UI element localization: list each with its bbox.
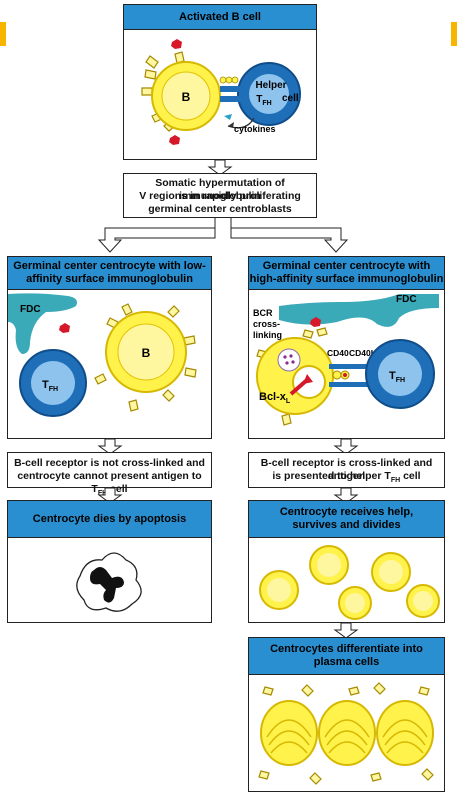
final-title: Centrocytes differentiate into plasma ce… — [248, 637, 445, 675]
bcr-label-2: cross- — [253, 319, 280, 329]
split-arrow — [97, 218, 349, 253]
svg-text:TFH: TFH — [42, 379, 58, 393]
vesicle — [277, 348, 301, 372]
accent-tab-right — [451, 22, 457, 46]
tfh-label: T — [256, 94, 262, 105]
svg-text:Bcl-xL: Bcl-xL — [259, 391, 291, 405]
right-title: Germinal center centrocyte with high-aff… — [248, 256, 445, 290]
bcr-label-3: linking — [253, 330, 282, 340]
fdc-cell — [8, 293, 77, 354]
fdc-label: FDC — [20, 304, 41, 315]
tfh-label: T — [42, 379, 49, 391]
right-title-line2: high-affinity surface immunoglobulin — [249, 273, 444, 285]
tfh-label: T — [389, 370, 396, 382]
cytokines-label: cytokines — [234, 124, 276, 134]
dividing-cells — [259, 545, 440, 620]
down-arrow — [97, 488, 123, 504]
final-title-line2: plasma cells — [313, 656, 380, 668]
antigen — [310, 317, 321, 327]
down-arrow — [333, 488, 359, 504]
accent-tab-left — [0, 22, 6, 46]
activated-b-cell-panel: B Helper TFH cell cytokines — [123, 29, 317, 160]
right-step-line2: is presented to helper TFH cell — [272, 470, 421, 485]
antigen — [171, 39, 182, 49]
svg-text:TFH: TFH — [256, 94, 271, 107]
b-cell-label: B — [142, 346, 151, 360]
antigen — [59, 323, 70, 333]
antigen — [169, 135, 180, 145]
down-arrow — [333, 439, 359, 455]
final-title-line1: Centrocytes differentiate into — [270, 643, 423, 655]
surface-receptors — [94, 303, 197, 412]
down-arrow — [333, 623, 359, 639]
activated-b-cell-title: Activated B cell — [123, 4, 317, 30]
hypermutation-line1: Somatic hypermutation of immunoglobulin — [155, 177, 285, 202]
plasma-cells-panel — [248, 674, 445, 792]
cd40l-label: CD40L — [349, 348, 376, 358]
secreted-antibodies — [258, 682, 434, 785]
dividing-cells-panel — [248, 537, 445, 623]
left-title-line1: Germinal center centrocyte with low- — [13, 260, 206, 272]
down-arrow — [97, 439, 123, 455]
fragmented-nucleus — [90, 567, 124, 603]
signal-arrow — [303, 374, 313, 384]
apoptosis-panel — [7, 537, 212, 623]
right-outcome-title: Centrocyte receives help, survives and d… — [248, 500, 445, 538]
right-title-line1: Germinal center centrocyte with — [262, 260, 431, 272]
cell-label: cell — [282, 93, 299, 104]
bcr-label-1: BCR — [253, 308, 273, 318]
left-title: Germinal center centrocyte with low- aff… — [7, 256, 212, 290]
left-title-line2: affinity surface immunoglobulin — [26, 273, 193, 285]
helper-label: Helper — [255, 80, 286, 91]
cd40-label: CD40 — [327, 348, 349, 358]
left-panel: FDC TFH B — [7, 289, 212, 439]
right-outcome-line1: Centrocyte receives help, — [279, 506, 414, 518]
bcl-label: Bcl-x — [259, 391, 287, 403]
fdc-label: FDC — [396, 294, 417, 305]
right-panel: FDC BCR cross- linking Bcl-xL CD40 CD40L… — [248, 289, 445, 439]
left-step-box: B-cell receptor is not cross-linked and … — [7, 452, 212, 497]
right-step-line1: B-cell receptor is cross-linked and anti… — [260, 457, 433, 482]
right-step-box: B-cell receptor is cross-linked and anti… — [248, 452, 445, 488]
plasma-cells — [260, 700, 434, 766]
left-outcome-title: Centrocyte dies by apoptosis — [7, 500, 212, 538]
b-cell-label: B — [182, 90, 191, 104]
fdc-cell — [279, 294, 439, 327]
hypermutation-line3: germinal center centroblasts — [148, 203, 292, 215]
hypermutation-box: Somatic hypermutation of immunoglobulin … — [123, 173, 317, 218]
svg-text:TFH: TFH — [389, 370, 405, 384]
hypermutation-line2: V regions in rapidly proliferating — [139, 190, 301, 202]
left-step-line2: centrocyte cannot present antigen to TFH… — [17, 470, 202, 498]
right-outcome-line2: survives and divides — [292, 519, 401, 531]
down-arrow — [207, 160, 233, 176]
left-step-line1: B-cell receptor is not cross-linked and — [14, 457, 205, 469]
